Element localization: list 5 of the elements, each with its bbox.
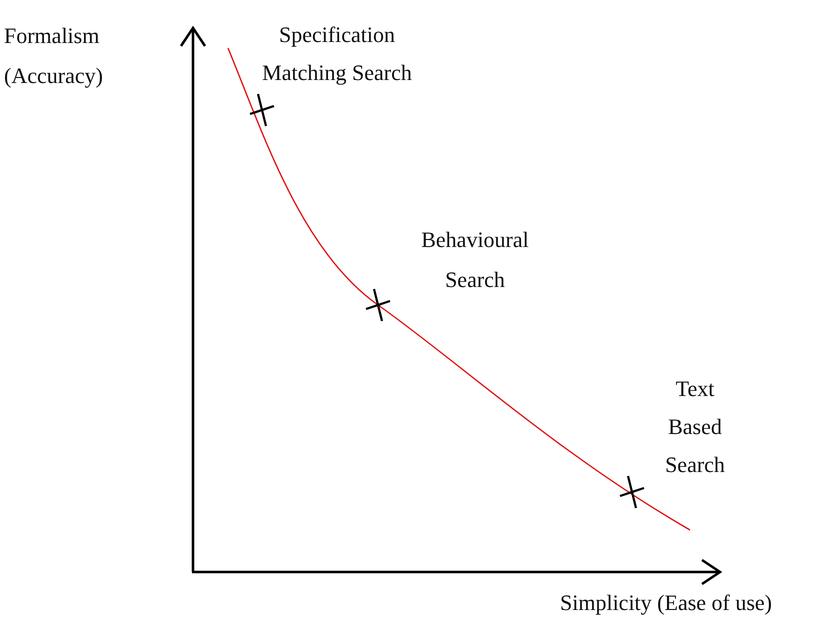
- axis-label: Simplicity (Ease of use): [560, 589, 774, 617]
- axis-label: Formalism (Accuracy): [4, 22, 104, 90]
- point-label: Behavioural Search: [420, 226, 530, 294]
- point-label: Text Based Search: [664, 375, 726, 479]
- point-label: Specification Matching Search: [262, 21, 412, 87]
